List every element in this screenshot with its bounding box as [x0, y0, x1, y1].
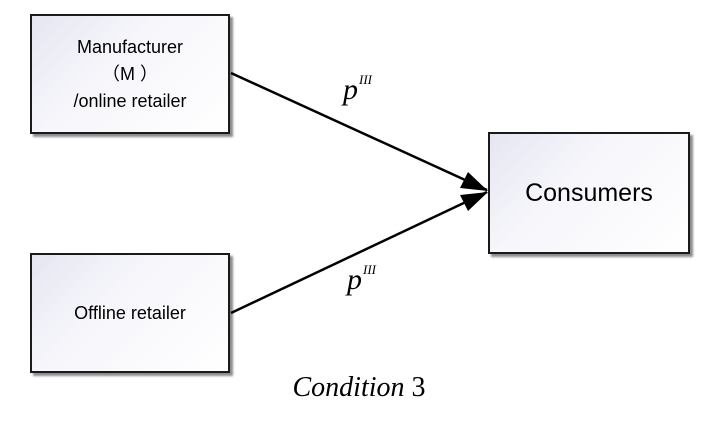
- arrow-manufacturer-to-consumers: [230, 71, 488, 192]
- manufacturer-label-line3: /online retailer: [73, 90, 187, 111]
- consumers-node: Consumers: [488, 132, 690, 254]
- figure-caption: Condition 3: [0, 372, 718, 404]
- price-superscript-bottom: III: [363, 262, 376, 277]
- caption-word: Condition: [292, 372, 405, 403]
- price-label-bottom: pIII: [347, 262, 376, 297]
- caption-number: 3: [411, 372, 426, 403]
- price-superscript-top: III: [359, 72, 372, 87]
- offline-retailer-label: Offline retailer: [74, 302, 186, 323]
- price-label-top: pIII: [343, 72, 372, 107]
- arrow-offline-to-consumers: [230, 190, 488, 315]
- price-symbol-bottom: p: [347, 263, 362, 296]
- price-symbol-top: p: [343, 73, 358, 106]
- arrowhead-top: [460, 172, 488, 191]
- manufacturer-label-line2: （M ）: [102, 63, 158, 84]
- manufacturer-label-line1: Manufacturer: [76, 36, 184, 57]
- consumers-label: Consumers: [525, 178, 653, 207]
- arrowhead-bottom: [460, 192, 488, 211]
- offline-retailer-node: Offline retailer: [30, 253, 230, 373]
- manufacturer-online-retailer-node: Manufacturer （M ） /online retailer: [30, 14, 230, 134]
